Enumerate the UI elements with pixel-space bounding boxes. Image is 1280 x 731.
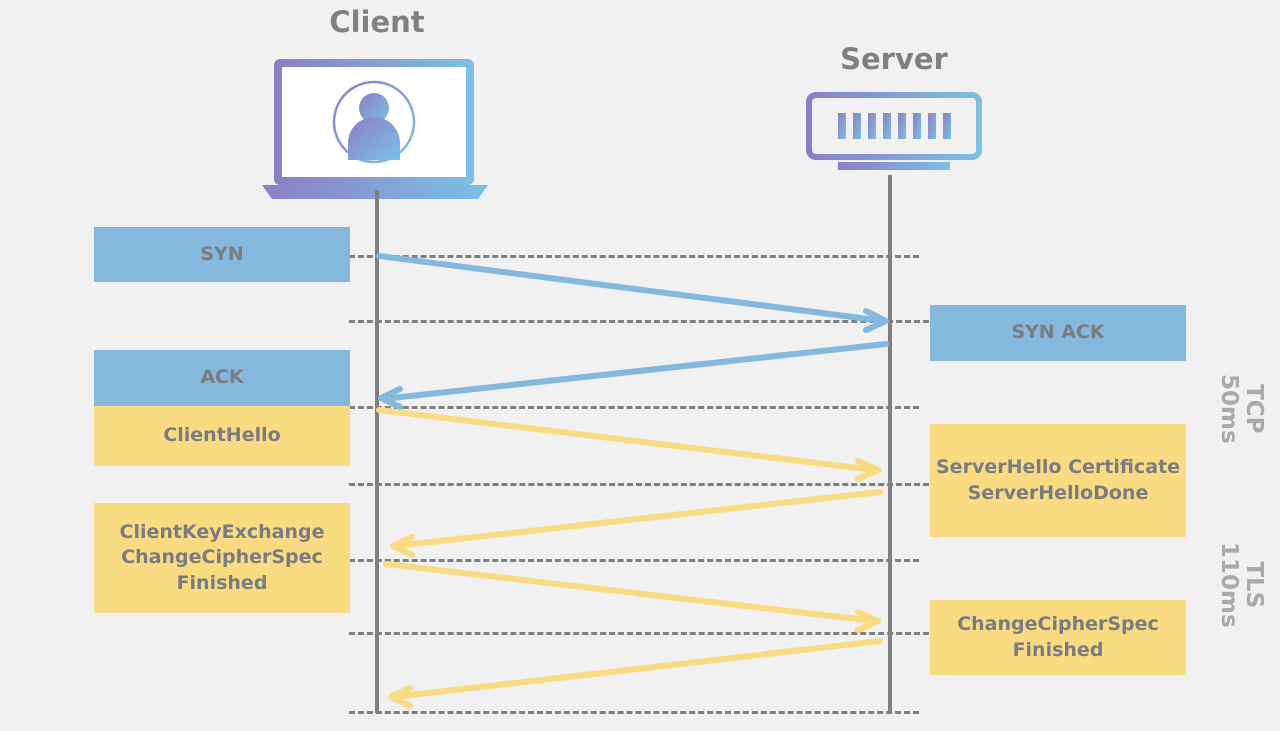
client-title: Client [329, 5, 425, 39]
guide-row-1 [349, 255, 919, 258]
guide-row-5 [349, 559, 919, 562]
arrow-clienthello [376, 407, 881, 482]
guide-row-2 [349, 320, 929, 323]
message-box-ack: ACK [94, 350, 350, 406]
arrow-serverhello [390, 489, 883, 558]
phase-label-tcp: TCP 50ms [1216, 373, 1267, 444]
message-box-serverhello: ServerHello Certificate ServerHelloDone [930, 424, 1186, 537]
message-box-syn-ack: SYN ACK [930, 305, 1186, 361]
server-rack-icon [806, 92, 982, 170]
guide-row-3 [349, 406, 919, 409]
laptop-user-icon [262, 59, 488, 199]
message-box-changecipherspec: ChangeCipherSpec Finished [930, 600, 1186, 675]
guide-row-4 [349, 483, 929, 486]
guide-row-6 [349, 632, 929, 635]
arrow-syn [376, 253, 889, 333]
guide-row-7 [349, 711, 919, 714]
message-box-clienthello: ClientHello [94, 406, 350, 466]
message-box-syn: SYN [94, 227, 350, 282]
phase-label-tls: TLS 110ms [1216, 541, 1267, 628]
arrow-changecipherspec-finished [388, 638, 883, 709]
arrow-syn-ack [378, 341, 889, 410]
message-box-clientkeyexchange: ClientKeyExchange ChangeCipherSpec Finis… [94, 503, 350, 613]
server-lifeline [888, 175, 892, 713]
arrow-clientkeyexchange [383, 561, 881, 633]
server-title: Server [840, 42, 948, 76]
